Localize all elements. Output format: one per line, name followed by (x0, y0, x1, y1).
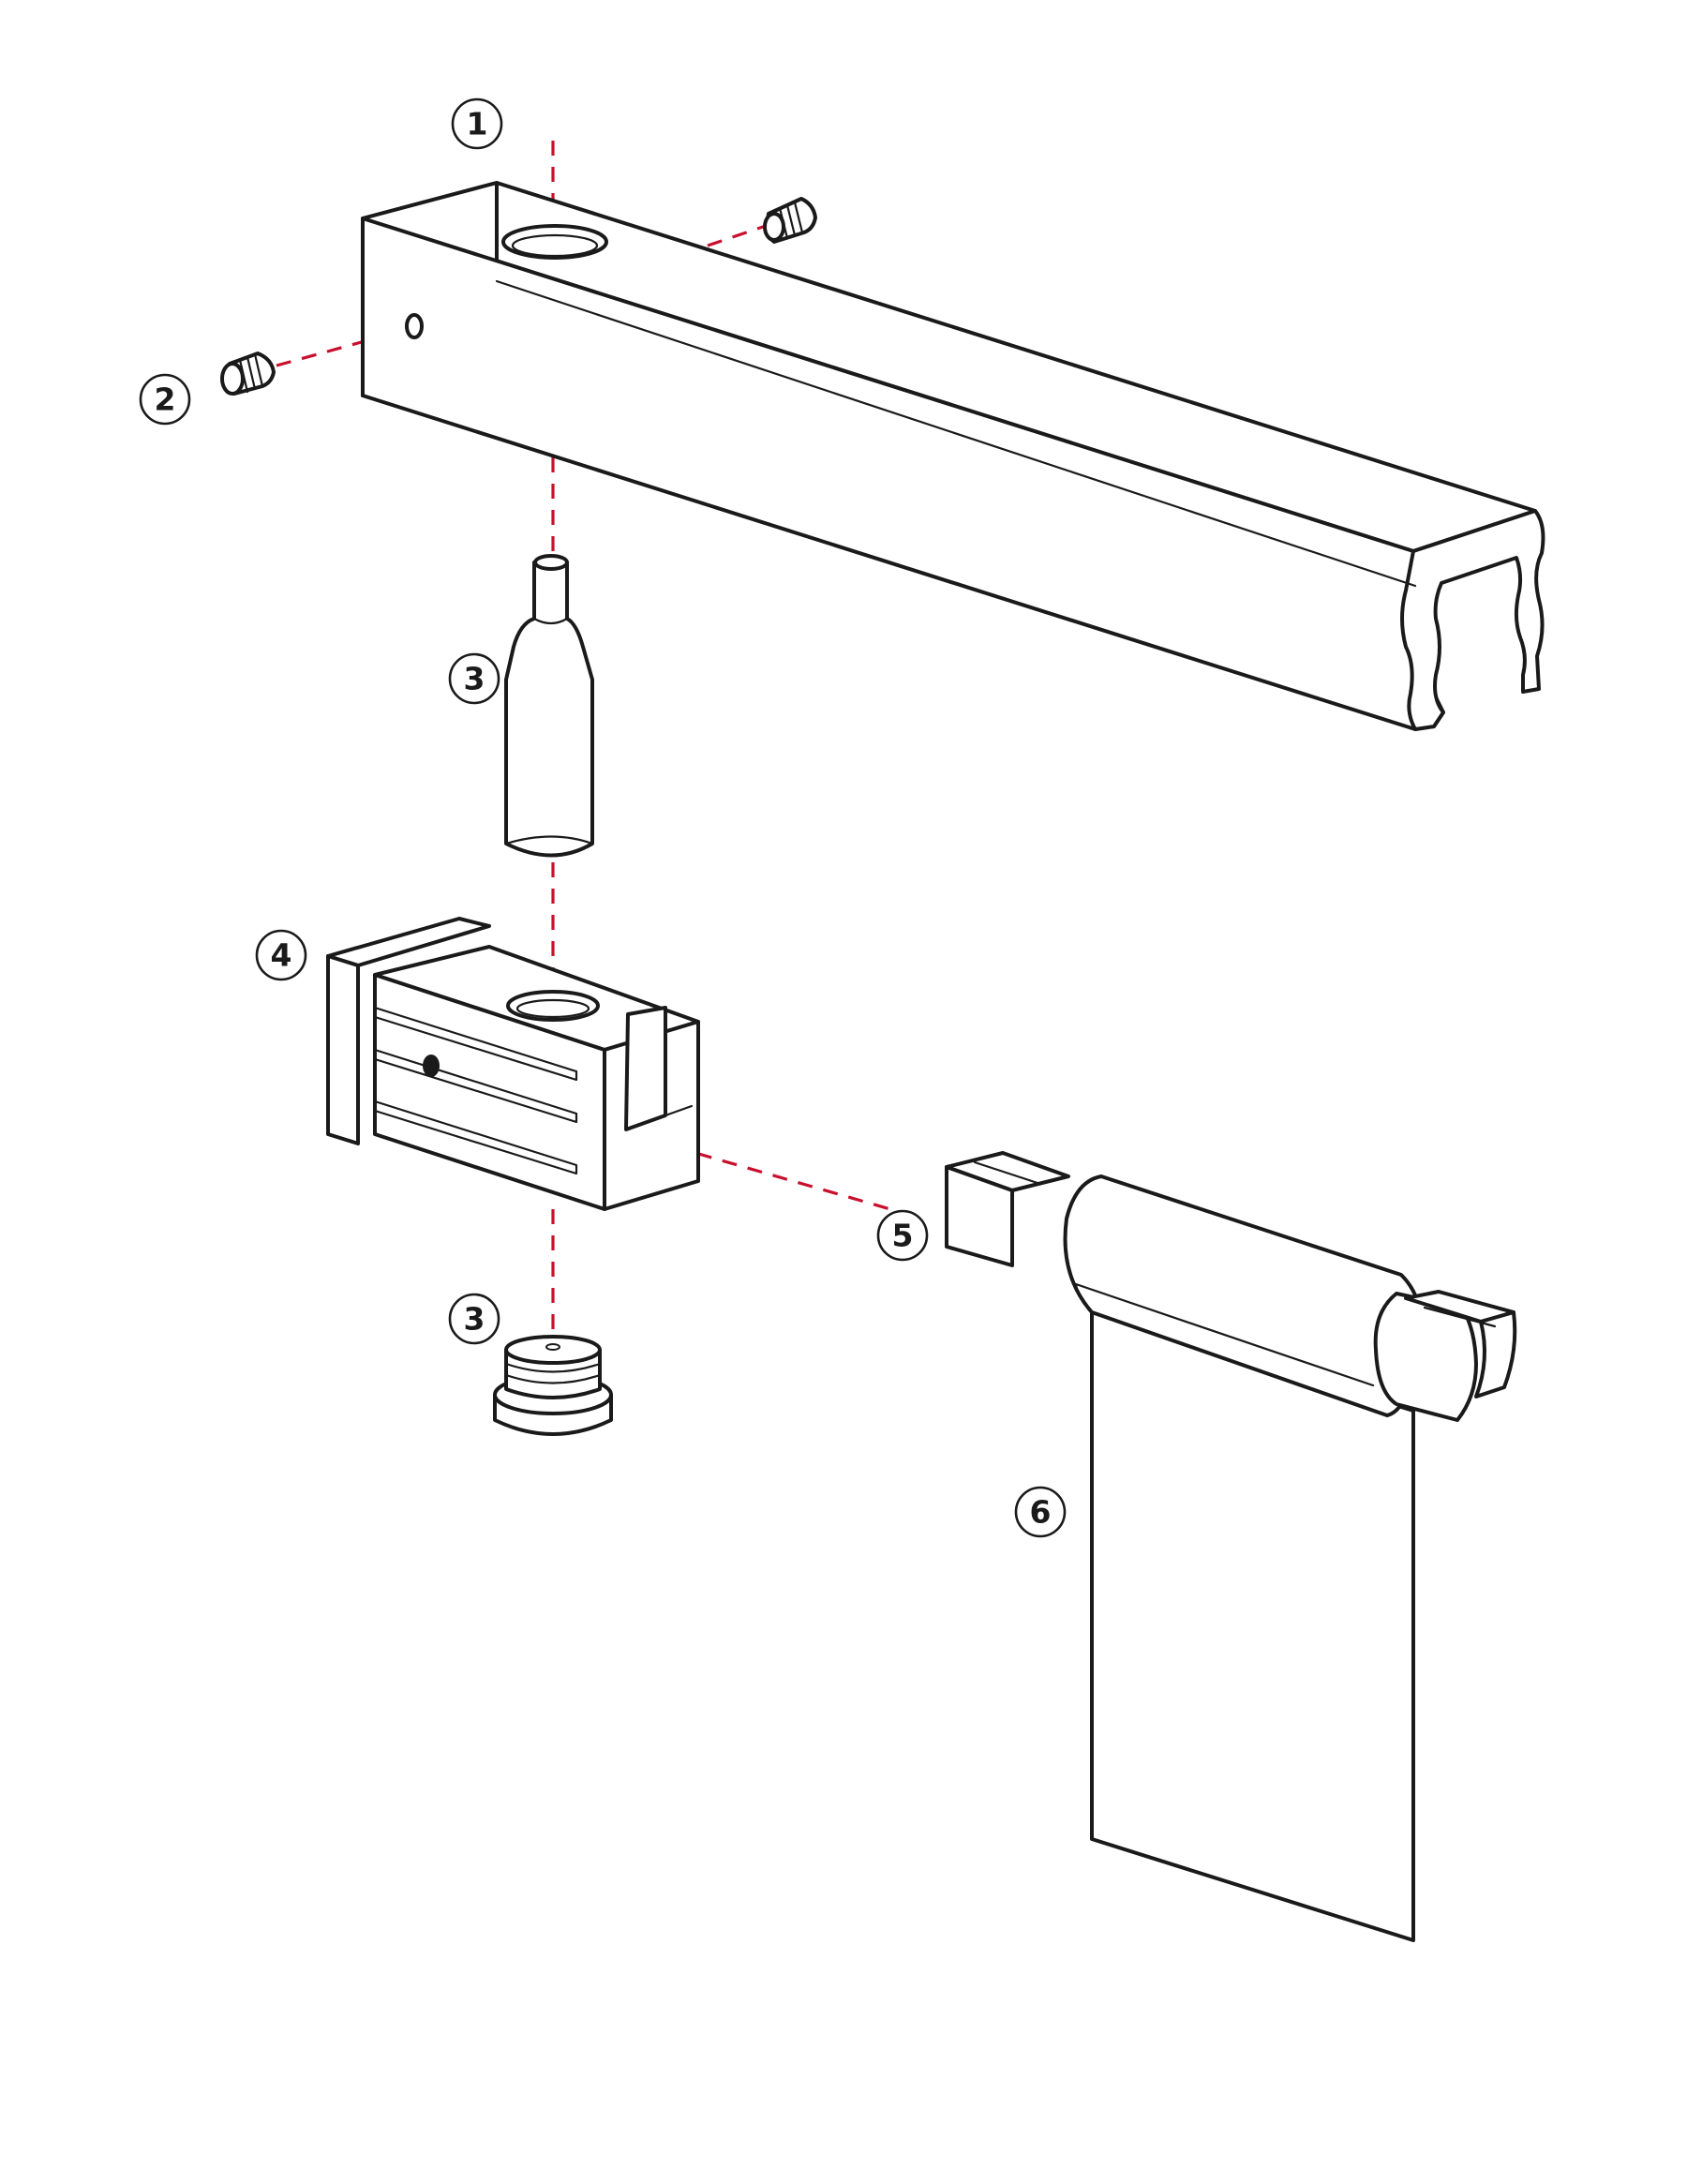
end-cap-ring-2 (504, 1373, 602, 1384)
screw-thread (253, 352, 264, 388)
end-cap-center-hole (545, 1343, 560, 1351)
pin-tip (533, 554, 569, 571)
roller-right-block-groove (1423, 1306, 1497, 1328)
callout-label: 5 (892, 1218, 914, 1254)
screw-thread (778, 206, 789, 240)
roller-tube-edge (1074, 1282, 1375, 1387)
callout-label: 4 (271, 937, 292, 974)
bracket-groove-3 (373, 1099, 578, 1175)
callout-4: 4 (255, 929, 307, 981)
screw-thread (246, 355, 257, 391)
pin-body (504, 561, 594, 858)
set-screw-right (763, 197, 817, 244)
rail-channel-profile (1400, 509, 1545, 731)
screw-left-end (220, 362, 245, 396)
rail-top-hole (501, 224, 608, 260)
bracket-channel-floor (624, 1104, 694, 1131)
callout-5: 5 (876, 1209, 929, 1262)
bracket-groove-2 (373, 1048, 578, 1124)
screw-right-end (763, 212, 785, 242)
callout-label: 1 (467, 106, 488, 142)
callout-6: 6 (1014, 1486, 1067, 1538)
bracket (326, 917, 700, 1211)
rail-side-hole (405, 313, 424, 339)
rail-edge-line (495, 279, 1417, 588)
callout-label: 3 (464, 661, 485, 697)
callout-label: 2 (155, 381, 176, 418)
bracket-screw-hole (423, 1055, 440, 1077)
callout-label: 6 (1030, 1494, 1052, 1531)
pin (504, 554, 594, 858)
roller-left-end-front (945, 1165, 1014, 1267)
screw-thread (785, 203, 797, 237)
top-rail (361, 181, 1545, 731)
bracket-channel (624, 1006, 667, 1131)
set-screw-left (220, 352, 276, 396)
bracket-top-hole (506, 990, 600, 1022)
roller-right-end-cap (1373, 1292, 1478, 1422)
pin-base-edge (504, 835, 594, 845)
bracket-groove-1 (373, 1006, 578, 1082)
roller-right-block-front (1474, 1310, 1517, 1399)
callout-2: 2 (139, 373, 191, 426)
screw-thread (793, 201, 804, 234)
end-cap (493, 1335, 613, 1436)
callout-3-pin: 3 (448, 652, 500, 705)
roller-sheet (945, 1151, 1517, 1942)
guide-line-bracket-to-roller (646, 1137, 891, 1211)
callout-label: 3 (464, 1301, 485, 1338)
callout-1: 1 (451, 97, 503, 150)
rail-top-hole-inner (511, 233, 599, 258)
end-cap-ring-1 (504, 1362, 602, 1373)
pin-shoulder (532, 617, 569, 625)
screw-thread (238, 358, 249, 394)
roller-left-end-groove (973, 1160, 1042, 1186)
guide-line-right-screw (707, 223, 769, 247)
callout-3-cap: 3 (448, 1293, 500, 1345)
bracket-top-hole-inner (515, 998, 590, 1019)
bracket-back-plate-front (326, 954, 360, 1145)
